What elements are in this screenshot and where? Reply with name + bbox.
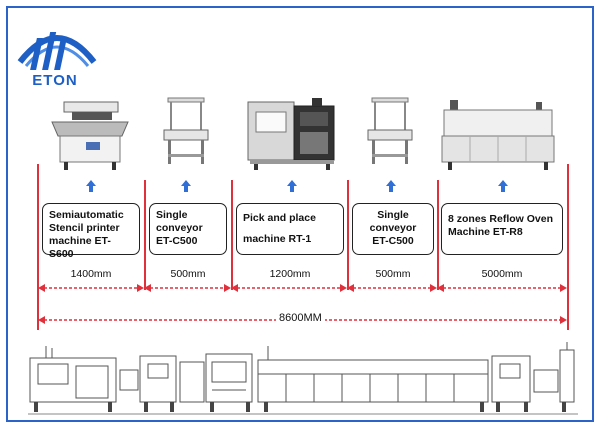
machine-label: 8 zones Reflow Oven Machine ET-R8 xyxy=(441,203,563,255)
dimension-boundary-line xyxy=(37,164,39,330)
dimension-boundary-line xyxy=(144,180,146,290)
reflow-oven-icon xyxy=(441,100,555,170)
production-line-drawing xyxy=(28,342,578,415)
brand-name: ETON xyxy=(32,72,78,89)
dimension-boundary-line xyxy=(567,164,569,330)
stencil-printer-icon xyxy=(51,101,129,170)
machine-label: Single conveyor ET-C500 xyxy=(149,203,227,255)
dimension-boundary-line xyxy=(231,180,233,290)
conveyor-icon xyxy=(163,97,209,164)
arrow-up-icon xyxy=(386,180,396,192)
machine-label: Pick and place machine RT-1 xyxy=(236,203,344,255)
machine-width-label: 5000mm xyxy=(481,268,523,280)
machine-width-label: 1200mm xyxy=(269,268,311,280)
arrow-up-icon xyxy=(287,180,297,192)
machine-width-label: 500mm xyxy=(170,268,206,280)
pick-and-place-icon xyxy=(247,98,335,170)
machine-width-label: 1400mm xyxy=(70,268,112,280)
segment-dimension-lines xyxy=(38,284,567,292)
arrow-up-icon xyxy=(86,180,96,192)
total-dimension-line xyxy=(38,316,567,324)
machine-width-label: 500mm xyxy=(375,268,411,280)
eton-logo-icon xyxy=(17,32,97,70)
conveyor-icon xyxy=(367,97,413,164)
diagram-frame xyxy=(6,6,594,422)
total-length-label: 8600MM xyxy=(276,312,325,324)
arrow-up-icon xyxy=(181,180,191,192)
arrow-up-icon xyxy=(498,180,508,192)
dimension-boundary-line xyxy=(437,180,439,290)
machine-label: Semiautomatic Stencil printer machine ET… xyxy=(42,203,140,260)
dimension-boundary-line xyxy=(347,180,349,290)
machine-label: Single conveyor ET-C500 xyxy=(352,203,434,255)
